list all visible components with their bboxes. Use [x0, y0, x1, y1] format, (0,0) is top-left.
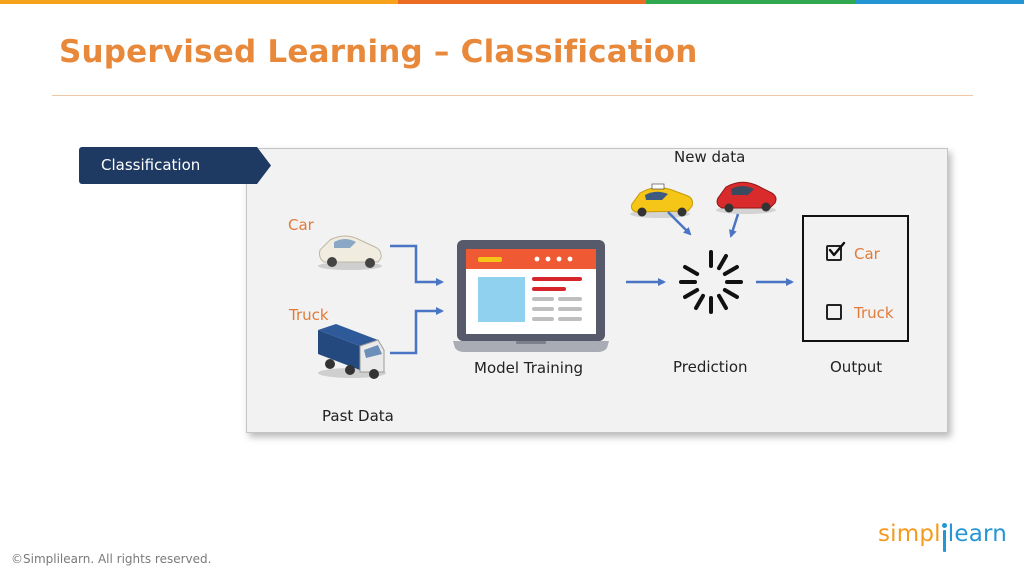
output-truck-label: Truck	[854, 304, 894, 322]
output-car-label: Car	[854, 245, 880, 263]
copyright-text: ©Simplilearn. All rights reserved.	[11, 552, 211, 566]
output-label: Output	[830, 358, 882, 376]
laptop-icon	[453, 240, 609, 352]
car-checkbox[interactable]	[826, 245, 842, 261]
model-training-label: Model Training	[474, 359, 583, 377]
red-car-icon	[716, 182, 776, 214]
checkmark-icon	[827, 241, 847, 261]
car-arrow	[390, 246, 442, 282]
logo-text-start: simpl	[878, 521, 941, 547]
truck-checkbox[interactable]	[826, 304, 842, 320]
car-icon	[318, 236, 382, 270]
loading-spinner-icon	[681, 252, 741, 312]
truck-arrow	[390, 311, 442, 353]
new-data-label: New data	[674, 148, 745, 166]
past-data-label: Past Data	[322, 407, 394, 425]
red-car-arrow	[731, 214, 738, 236]
car-label: Car	[288, 216, 314, 234]
input-arrows	[390, 246, 442, 353]
truck-icon	[318, 324, 386, 379]
truck-label: Truck	[289, 306, 329, 324]
logo-i-icon	[941, 521, 948, 543]
logo-text-end: learn	[948, 521, 1007, 547]
taxi-icon	[630, 184, 693, 218]
prediction-label: Prediction	[673, 358, 748, 376]
output-box	[802, 215, 909, 342]
simplilearn-logo: simpl learn	[878, 521, 1007, 547]
